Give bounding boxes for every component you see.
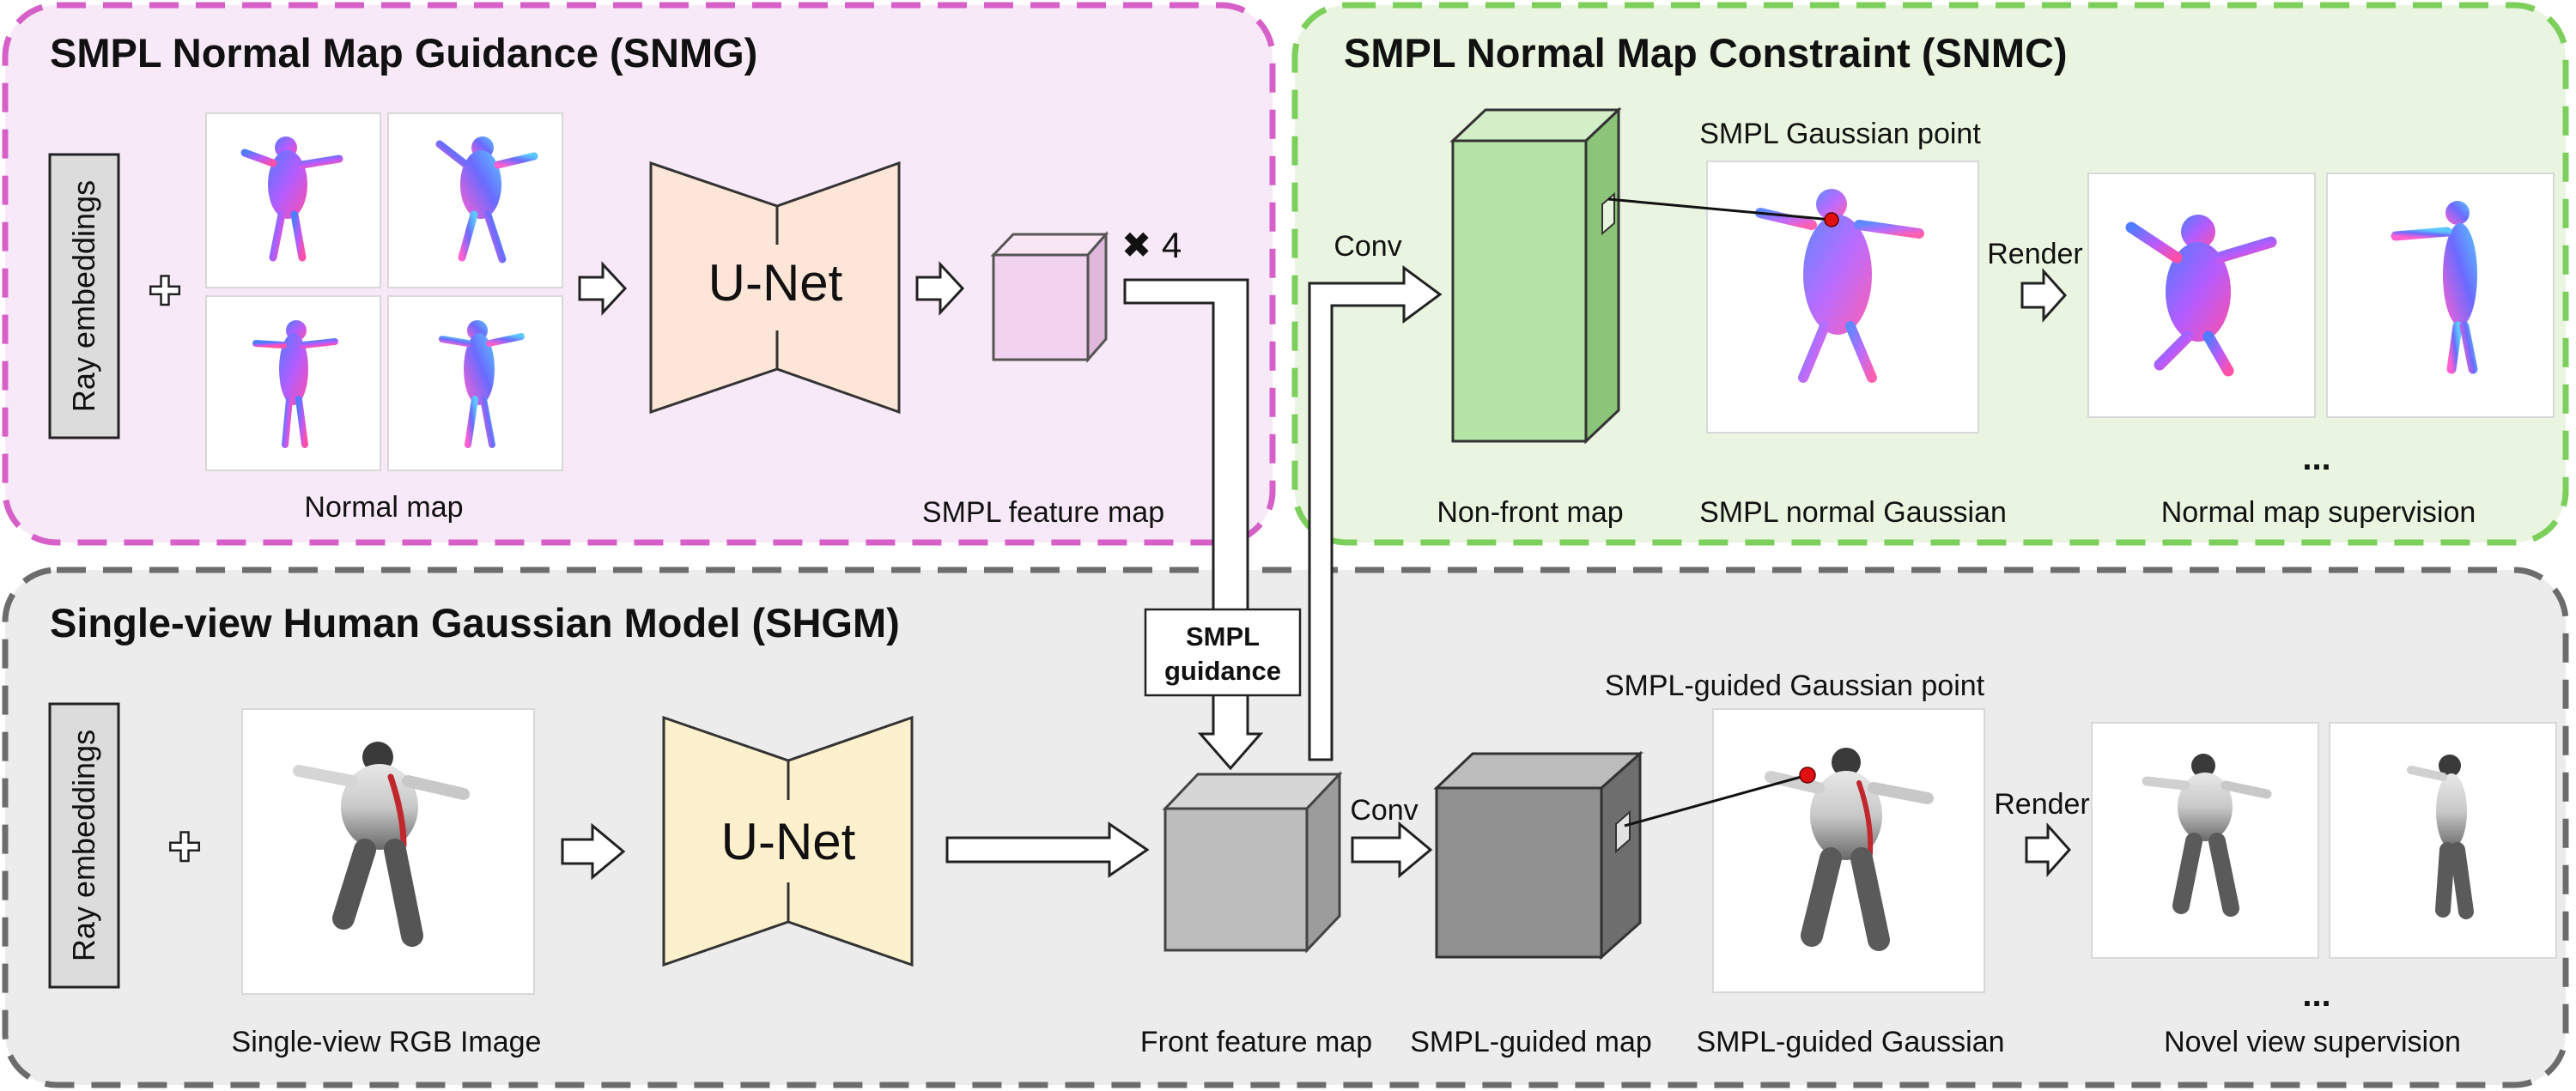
normal-figure-3 — [252, 320, 338, 448]
shgm-conv-arrow — [1351, 821, 1433, 879]
conv-up-arrow — [1308, 265, 1443, 761]
smpl-feature-cube — [990, 231, 1109, 363]
feature-multiplier: ✖ 4 — [1121, 225, 1182, 265]
smpl-guidance-line1: SMPL — [1186, 621, 1260, 652]
snmg-title: SMPL Normal Map Guidance (SNMG) — [50, 30, 757, 76]
rgb-image-label: Single-view RGB Image — [232, 1026, 542, 1058]
smpl-normal-gaussian-image — [1706, 161, 1979, 433]
normal-figure-2 — [435, 136, 538, 264]
single-view-rgb-image — [241, 708, 535, 995]
shgm-unet: U-Net — [662, 715, 914, 967]
novel-view-supervision-label: Novel view supervision — [2164, 1026, 2461, 1058]
smpl-guided-gaussian-label: SMPL-guided Gaussian — [1696, 1026, 2004, 1058]
smpl-normal-gaussian-label: SMPL normal Gaussian — [1699, 496, 2007, 529]
snmc-conv-label: Conv — [1334, 230, 1401, 263]
shgm-title: Single-view Human Gaussian Model (SHGM) — [50, 600, 900, 646]
normal-map-grid — [205, 112, 563, 471]
smpl-guided-map-label: SMPL-guided map — [1410, 1026, 1652, 1058]
snmg-arrow-to-feature — [915, 261, 965, 316]
shgm-unet-label: U-Net — [721, 813, 856, 870]
shgm-arrow-to-unet — [561, 822, 626, 881]
snmc-title: SMPL Normal Map Constraint (SNMC) — [1344, 30, 2068, 76]
smpl-feature-map-label: SMPL feature map — [922, 496, 1164, 529]
snmg-ray-embeddings-box: Ray embeddings — [48, 153, 120, 439]
shgm-render-label: Render — [1994, 788, 2090, 821]
smpl-guided-point-dot — [1799, 767, 1816, 784]
snmc-render-arrow — [2020, 268, 2068, 323]
snmc-ellipsis: ... — [2302, 439, 2330, 477]
shgm-arrow-to-front-feature — [945, 821, 1150, 878]
smpl-gaussian-point-label: SMPL Gaussian point — [1699, 118, 1981, 150]
normal-map-supervision-label: Normal map supervision — [2161, 496, 2476, 529]
non-front-map-label: Non-front map — [1437, 496, 1623, 529]
front-feature-cube — [1162, 771, 1343, 954]
smpl-point-link — [1607, 197, 1832, 221]
shgm-plus-icon: ✚ — [168, 824, 202, 870]
snmg-ray-embeddings-label: Ray embeddings — [66, 180, 101, 412]
shgm-conv-label: Conv — [1350, 794, 1418, 827]
novel-view-supervision-images — [2091, 722, 2557, 959]
smpl-guided-point-label: SMPL-guided Gaussian point — [1605, 670, 1985, 702]
smpl-guided-gaussian-image — [1712, 708, 1985, 993]
normal-figure-4 — [439, 320, 525, 448]
smpl-guided-point-link — [1624, 773, 1808, 827]
front-feature-map-label: Front feature map — [1140, 1026, 1372, 1058]
normal-supervision-images — [2087, 173, 2555, 418]
shgm-ray-embeddings-box: Ray embeddings — [48, 702, 120, 989]
smpl-guided-map-cube — [1433, 750, 1643, 961]
snmg-plus-icon: ✚ — [149, 268, 182, 314]
shgm-ray-embeddings-label: Ray embeddings — [66, 730, 101, 961]
smpl-gaussian-point-dot — [1824, 212, 1839, 227]
snmc-render-label: Render — [1987, 238, 2083, 270]
snmg-unet: U-Net — [649, 161, 901, 415]
shgm-render-arrow — [2025, 822, 2072, 877]
snmg-unet-label: U-Net — [708, 254, 843, 312]
smpl-guidance-line2: guidance — [1164, 656, 1281, 686]
snmg-arrow-to-unet — [578, 261, 628, 316]
shgm-ellipsis: ... — [2302, 976, 2330, 1014]
non-front-map-cuboid — [1449, 106, 1622, 445]
normal-map-label: Normal map — [304, 491, 463, 524]
smpl-guidance-box: SMPL guidance — [1144, 608, 1302, 697]
normal-figure-1 — [240, 136, 343, 262]
